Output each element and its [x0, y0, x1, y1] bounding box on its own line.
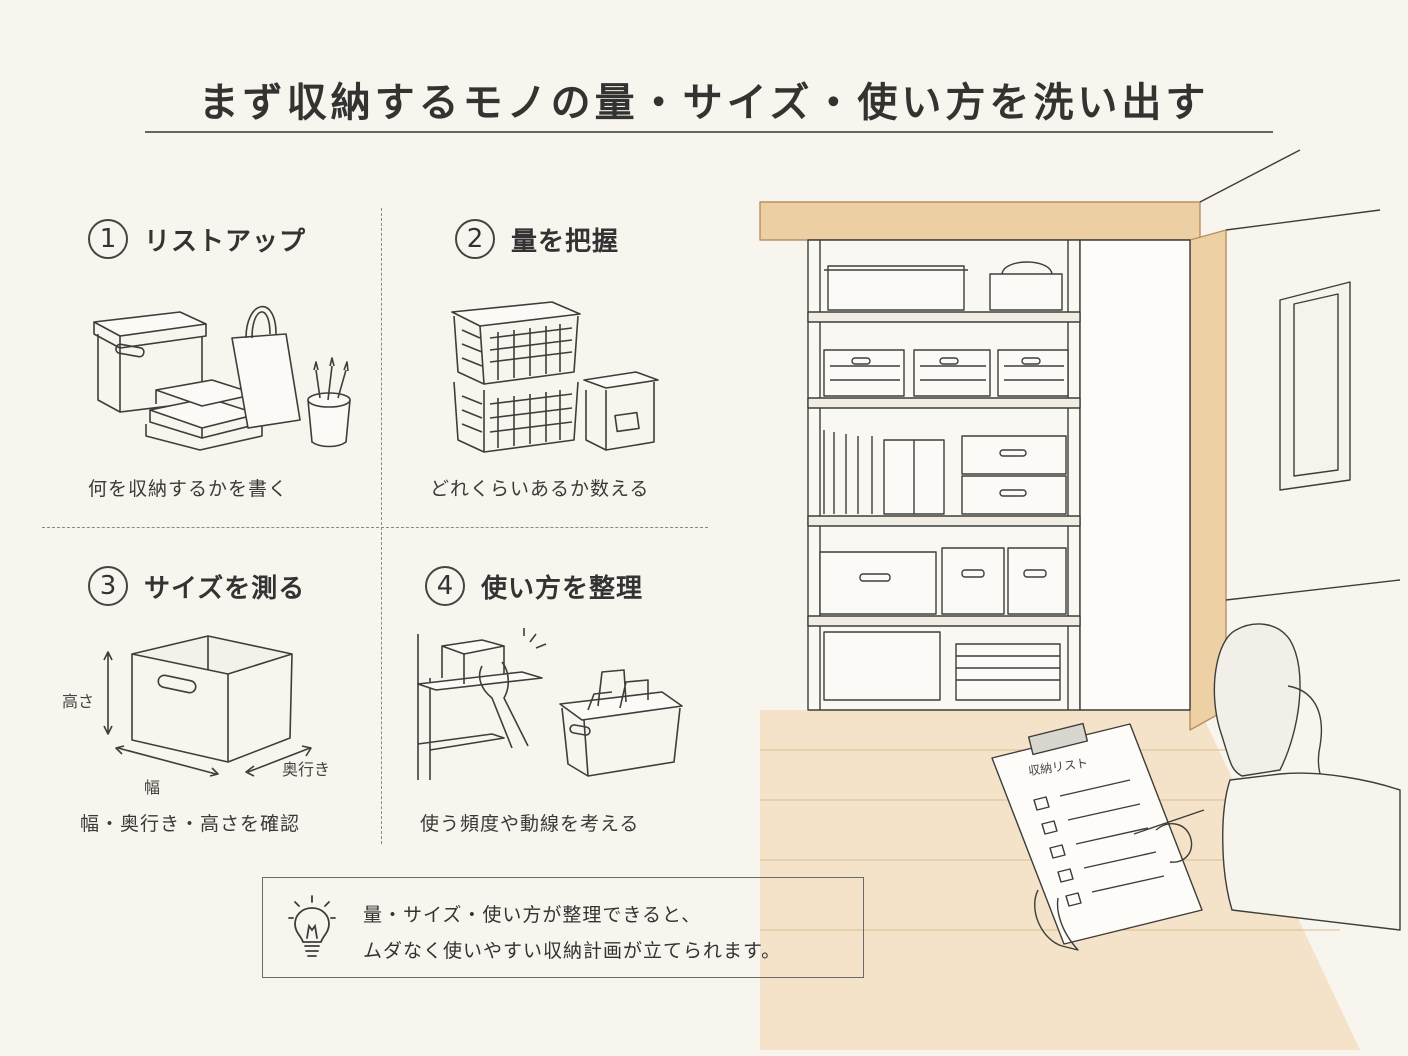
grid-divider-horizontal — [42, 527, 708, 528]
step-4-title: 使い方を整理 — [481, 573, 644, 604]
step-3-header: 3 サイズを測る — [88, 566, 305, 606]
step-4-illustration — [417, 628, 683, 780]
tip-box: 量・サイズ・使い方が整理できると、 ムダなく使いやすい収納計画が立てられます。 — [262, 877, 864, 978]
step-4-caption: 使う頻度や動線を考える — [420, 813, 640, 835]
step-3-caption: 幅・奥行き・高さを確認 — [80, 813, 301, 835]
width-label: 幅 — [144, 778, 161, 797]
step-2-caption: どれくらいあるか数える — [430, 478, 650, 500]
tip-line-1: 量・サイズ・使い方が整理できると、 — [363, 904, 702, 926]
step-3-title: サイズを測る — [144, 573, 306, 604]
tip-line-2: ムダなく使いやすい収納計画が立てられます。 — [363, 940, 782, 962]
step-3-illustration — [103, 635, 312, 777]
step-1-number: 1 — [88, 219, 128, 259]
step-3-number: 3 — [88, 566, 128, 606]
depth-label: 奥行き — [282, 760, 331, 779]
step-2-header: 2 量を把握 — [455, 219, 619, 259]
height-label: 高さ — [62, 692, 95, 711]
step-2-illustration — [451, 301, 659, 453]
step-2-title: 量を把握 — [511, 226, 620, 257]
step-1-header: 1 リストアップ — [88, 219, 306, 259]
step-2-number: 2 — [455, 219, 495, 259]
step-4-number: 4 — [425, 566, 465, 606]
closet-scene — [759, 149, 1401, 1050]
step-1-illustration — [93, 305, 351, 451]
lightbulb-icon — [288, 895, 336, 957]
title-underline — [145, 131, 1273, 133]
page-title: まず収納するモノの量・サイズ・使い方を洗い出す — [198, 80, 1210, 126]
step-4-header: 4 使い方を整理 — [425, 566, 643, 606]
step-1-title: リストアップ — [144, 226, 307, 257]
step-1-caption: 何を収納するかを書く — [88, 478, 289, 500]
grid-divider-vertical — [381, 208, 382, 844]
